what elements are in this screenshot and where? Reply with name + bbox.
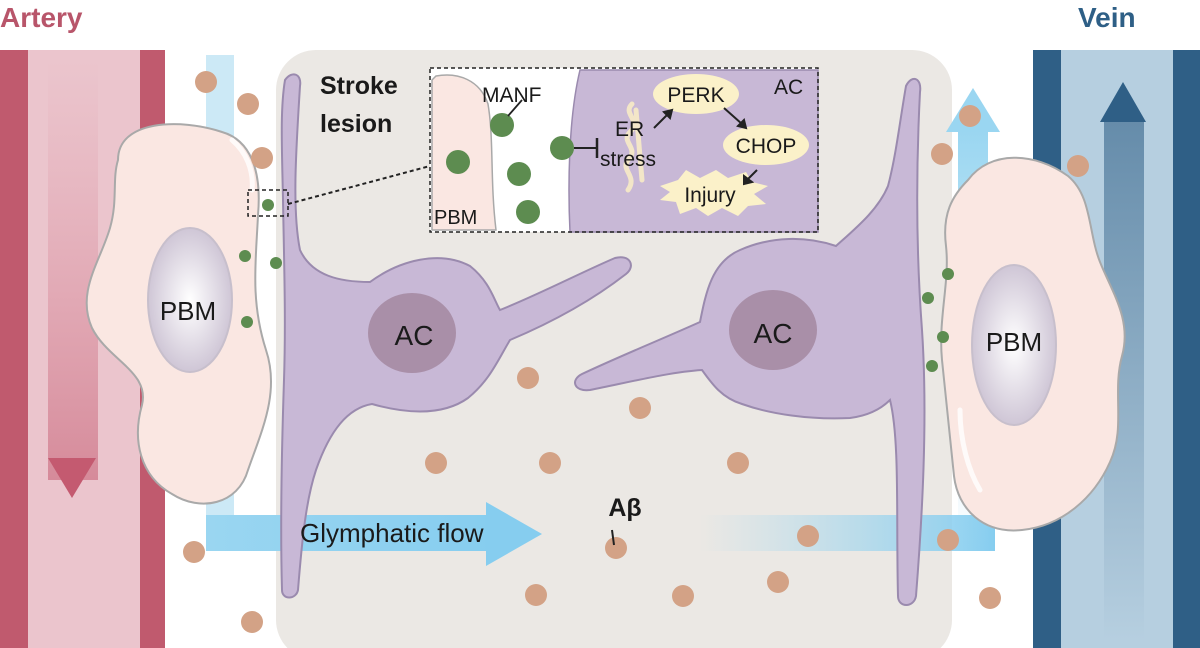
pbm-cell-left — [85, 123, 273, 505]
abeta-pointer — [611, 529, 615, 546]
vein-flow-arrow — [1100, 82, 1146, 122]
inset-manf-label: MANF — [482, 84, 542, 107]
ac-label-right: AC — [754, 318, 793, 349]
inset-stress-label: stress — [600, 148, 656, 171]
vein-title: Vein — [1078, 2, 1136, 33]
pbm-label-right: PBM — [986, 327, 1042, 357]
inset-title-stroke: Stroke — [320, 72, 398, 100]
glymphatic-flow-label: Glymphatic flow — [300, 518, 484, 548]
pbm-label-left: PBM — [160, 296, 216, 326]
er-organelle — [623, 101, 645, 193]
chop-ellipse — [723, 125, 809, 165]
inset-panel — [429, 67, 819, 233]
abeta-label: Aβ — [608, 494, 641, 522]
inset-ac-label: AC — [774, 76, 803, 99]
astrocyte-left — [280, 73, 632, 599]
inset-perk-label: PERK — [667, 84, 724, 107]
pbm-cell-right — [940, 156, 1126, 532]
injury-burst — [660, 170, 768, 216]
manf-particles — [239, 199, 954, 372]
ac-label-left: AC — [395, 320, 434, 351]
inset-chop-label: CHOP — [736, 135, 797, 158]
glymphatic-flow-arrow — [486, 502, 542, 566]
artery-title: Artery — [0, 2, 83, 33]
abeta-particles — [183, 71, 1089, 633]
inset-er-label: ER — [615, 118, 644, 141]
perk-ellipse — [653, 74, 739, 114]
zoom-connector — [287, 165, 431, 205]
artery-flow-arrow — [48, 458, 96, 498]
flow-band-left — [206, 515, 496, 551]
inset-pbm-label: PBM — [434, 207, 477, 229]
astrocyte-right — [574, 77, 926, 606]
inset-injury-label: Injury — [684, 184, 736, 207]
inset-title-lesion: lesion — [320, 110, 392, 138]
